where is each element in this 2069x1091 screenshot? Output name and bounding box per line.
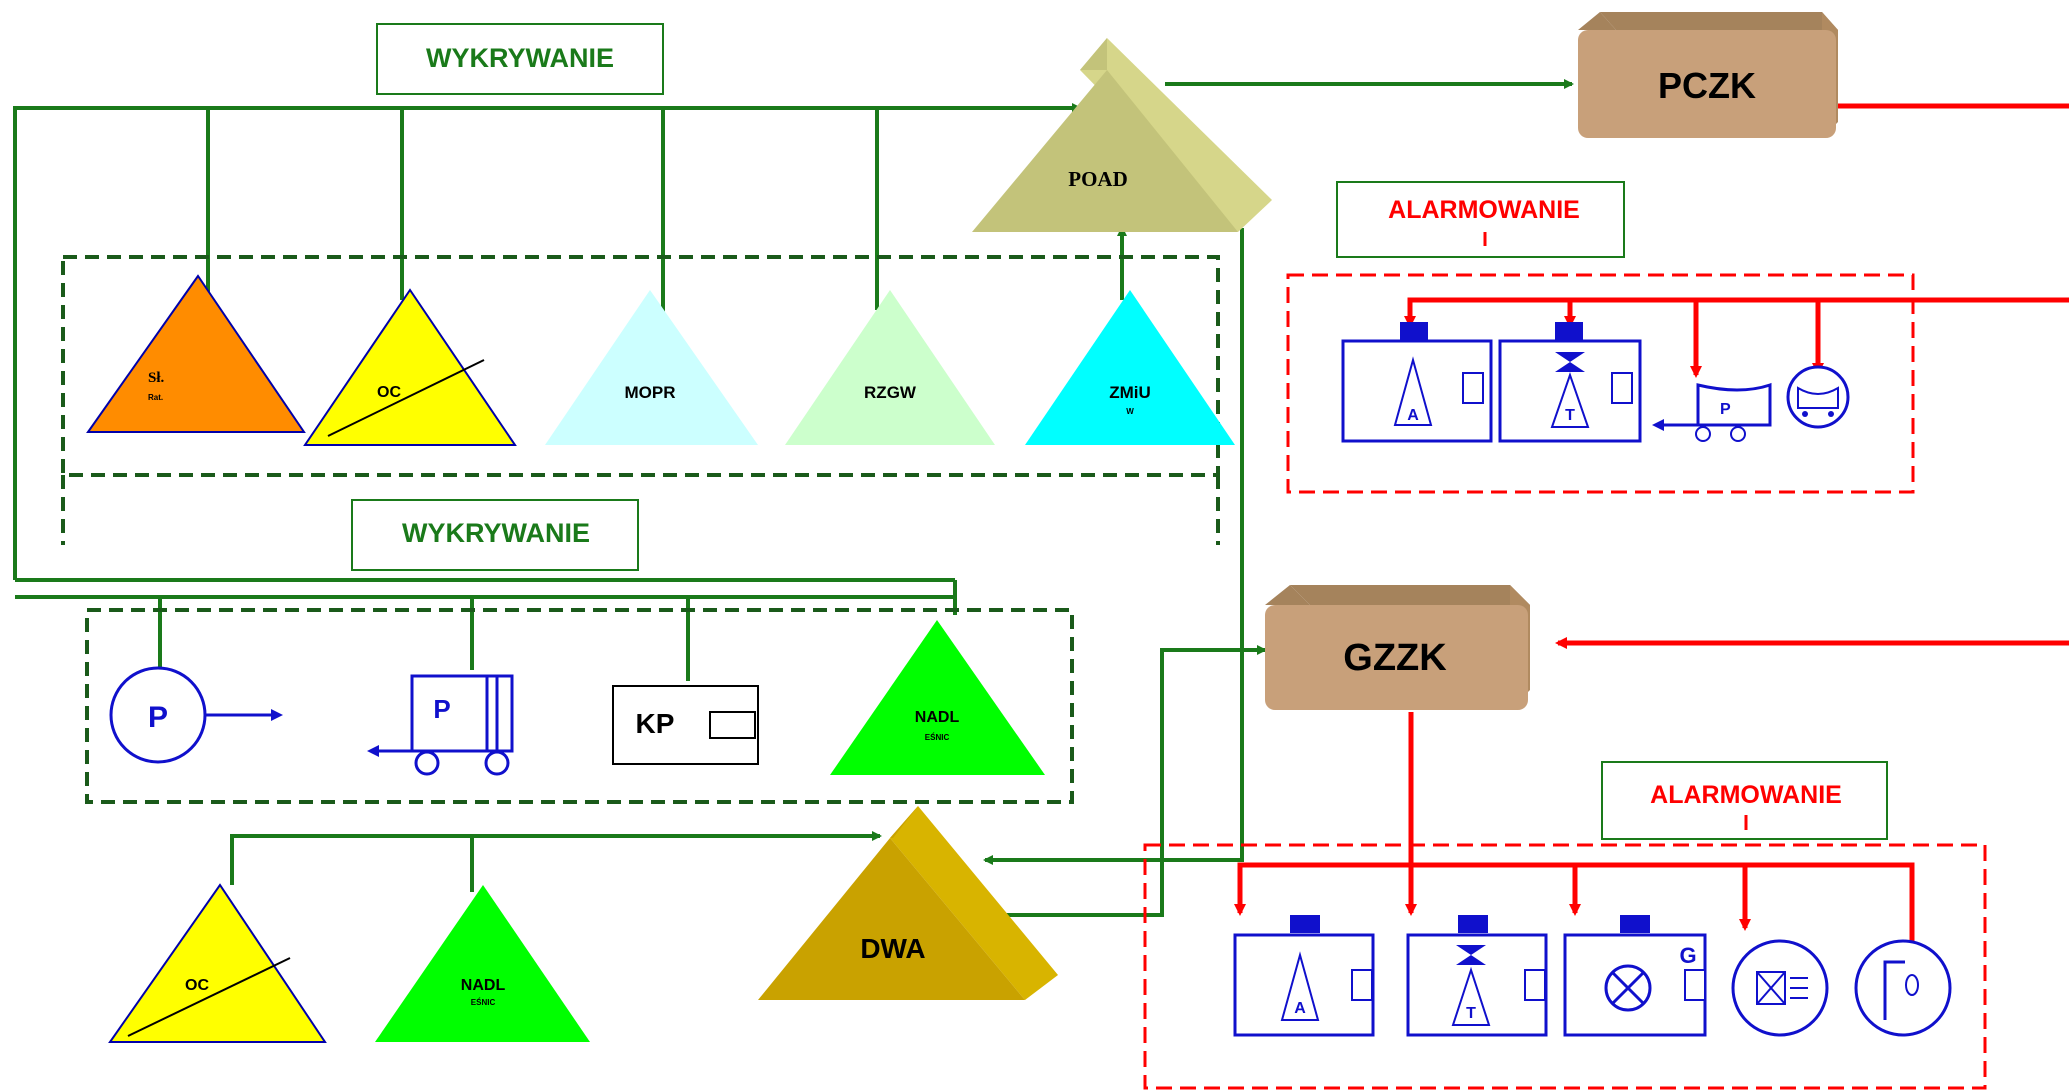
- wykrywanie-label-top: WYKRYWANIE: [376, 23, 664, 95]
- svg-text:ALARMOWANIE: ALARMOWANIE: [1388, 196, 1580, 224]
- triangle-nadl-lower: NADL EŚNIC: [375, 885, 590, 1042]
- green-dashed-boxes: [61, 255, 1220, 804]
- svg-text:P: P: [1720, 401, 1731, 418]
- triangle-sl-rat: Sł. Rat.: [86, 274, 306, 433]
- svg-text:Rat.: Rat.: [148, 393, 163, 402]
- svg-text:PCZK: PCZK: [1658, 65, 1756, 106]
- green-connections: [13, 79, 1574, 917]
- red-dashed-boxes: [1143, 273, 1987, 1090]
- svg-text:EŚNIC: EŚNIC: [925, 733, 950, 742]
- svg-text:OC: OC: [185, 977, 209, 994]
- svg-text:ZMiU: ZMiU: [1109, 383, 1151, 402]
- triangle-mopr: MOPR: [545, 290, 758, 445]
- cart-icon: P: [1652, 382, 1772, 442]
- svg-text:MOPR: MOPR: [625, 383, 676, 402]
- box-pczk: PCZK: [1578, 12, 1838, 138]
- upper-alarm-group: [1286, 273, 1915, 494]
- svg-text:A: A: [1294, 1000, 1306, 1017]
- mobile-pump-icon: P: [367, 674, 514, 776]
- svg-text:G: G: [1679, 943, 1696, 968]
- svg-text:P: P: [148, 701, 168, 734]
- svg-text:NADL: NADL: [915, 709, 960, 726]
- triangle-zmiu: ZMiU W: [1025, 290, 1235, 445]
- svg-text:ALARMOWANIE: ALARMOWANIE: [1650, 781, 1842, 809]
- svg-text:T: T: [1565, 407, 1575, 424]
- svg-text:OC: OC: [377, 384, 401, 401]
- svg-text:EŚNIC: EŚNIC: [471, 998, 496, 1007]
- svg-text:WYKRYWANIE: WYKRYWANIE: [426, 43, 614, 73]
- siren-g-icon: G: [1563, 915, 1707, 1037]
- svg-text:A: A: [1407, 407, 1419, 424]
- siren-a-icon: A: [1233, 915, 1375, 1037]
- svg-text:RZGW: RZGW: [864, 383, 917, 402]
- svg-text:GZZK: GZZK: [1343, 637, 1447, 679]
- wykrywanie-label-mid: WYKRYWANIE: [351, 499, 639, 571]
- pyramid-poad: POAD: [972, 38, 1272, 232]
- svg-text:POAD: POAD: [1068, 167, 1128, 191]
- svg-text:KP: KP: [636, 708, 675, 739]
- triangle-rzgw: RZGW: [785, 290, 995, 445]
- triangle-nadl-upper: NADL EŚNIC: [830, 620, 1045, 775]
- triangle-oc-upper: OC: [303, 288, 517, 446]
- vehicle-siren-icon: [1786, 365, 1850, 429]
- loudspeaker-icon: [1731, 939, 1829, 1037]
- pump-p-icon: P: [109, 666, 283, 764]
- red-connections: [1234, 103, 2069, 963]
- kp-icon: KP: [612, 685, 759, 765]
- pyramid-dwa: DWA: [758, 806, 1058, 1000]
- siren-a-icon: A: [1341, 322, 1493, 443]
- alarmowanie-label-top: ALARMOWANIE: [1336, 181, 1625, 258]
- phone-icon: [1854, 939, 1952, 1037]
- triangle-oc-lower: OC: [108, 883, 327, 1043]
- svg-text:NADL: NADL: [461, 977, 506, 994]
- svg-text:WYKRYWANIE: WYKRYWANIE: [402, 518, 590, 548]
- box-gzzk: GZZK: [1265, 585, 1530, 710]
- svg-text:DWA: DWA: [860, 933, 925, 964]
- alarmowanie-label-bottom: ALARMOWANIE: [1601, 761, 1888, 840]
- svg-text:P: P: [433, 694, 450, 724]
- siren-t-icon: T: [1498, 322, 1642, 443]
- siren-t-icon: T: [1406, 915, 1548, 1037]
- upper-dashed-group: [61, 255, 1220, 477]
- svg-text:T: T: [1466, 1005, 1476, 1022]
- middle-dashed-group: [85, 608, 1074, 804]
- svg-text:W: W: [1126, 407, 1134, 416]
- lower-alarm-group: [1143, 843, 1987, 1090]
- svg-text:Sł.: Sł.: [148, 370, 165, 386]
